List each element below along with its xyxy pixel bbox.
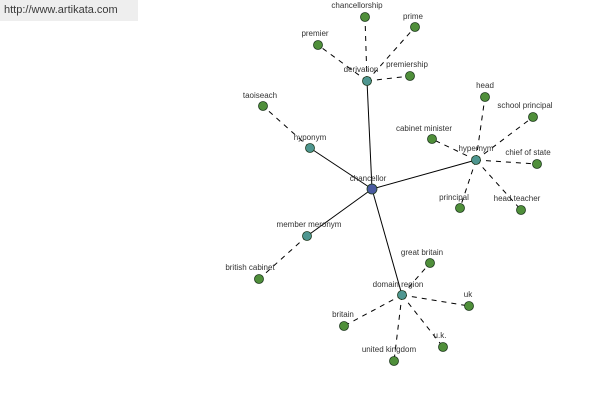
relation-node-derivation[interactable]: derivation [344,65,379,86]
leaf-label: cabinet minister [396,124,452,133]
leaf-circle[interactable] [360,12,370,22]
edge-hypernym-principal [459,159,477,209]
edge-domain-region-united-kingdom [393,294,403,362]
edge-hypernym-school-principal [475,116,534,161]
relation-node-hyponym[interactable]: hyponym [294,133,327,153]
relation-label: hypernym [458,144,493,153]
leaf-circle[interactable] [313,40,323,50]
relation-node-member-meronym[interactable]: member meronym [277,220,342,241]
leaf-label: premiership [386,60,428,69]
edge-domain-region-u-k [401,294,444,348]
leaf-label: prime [403,12,424,21]
leaf-circle[interactable] [389,356,399,366]
edge-domain-region-britain [343,294,403,327]
leaf-circle[interactable] [425,258,435,268]
url-banner[interactable]: http://www.artikata.com [0,0,138,21]
relation-label: domain region [373,280,424,289]
leaf-node-head-teacher[interactable]: head teacher [494,194,541,215]
edge-hyponym [309,147,373,190]
leaf-node-premier[interactable]: premier [301,29,329,50]
leaf-label: uk [464,290,473,299]
edge-derivation-premier [317,44,368,82]
leaf-node-british-cabinet[interactable]: british cabinet [225,263,275,284]
leaf-label: united kingdom [362,345,417,354]
leaf-label: principal [439,193,469,202]
leaf-circle[interactable] [516,205,526,215]
edge-derivation-premiership [366,75,411,82]
edge-hypernym-head-teacher [475,159,522,211]
edge-hypernym-cabinet-minister [431,138,477,161]
leaf-circle[interactable] [528,112,538,122]
leaf-label: taoiseach [243,91,277,100]
leaf-label: british cabinet [225,263,275,272]
root-node-chancellor[interactable]: chancellor [350,174,387,195]
root-label: chancellor [350,174,387,183]
edge-hypernym [371,159,477,190]
relation-node-domain-region[interactable]: domain region [373,280,424,300]
leaf-node-taoiseach[interactable]: taoiseach [243,91,277,111]
relation-label: hyponym [294,133,327,142]
edge-member-meronym [306,188,373,237]
leaf-node-great-britain[interactable]: great britain [401,248,443,268]
leaf-label: school principal [497,101,552,110]
leaf-circle[interactable] [455,203,465,213]
leaf-circle[interactable] [405,71,415,81]
leaf-node-school-principal[interactable]: school principal [497,101,553,122]
leaf-label: head [476,81,494,90]
leaf-circle[interactable] [427,134,437,144]
edge-derivation [366,80,373,190]
leaf-circle[interactable] [464,301,474,311]
leaf-node-chief-of-state[interactable]: chief of state [505,148,551,169]
leaf-circle[interactable] [339,321,349,331]
leaf-label: chief of state [505,148,551,157]
relation-circle[interactable] [471,155,481,165]
leaf-node-cabinet-minister[interactable]: cabinet minister [396,124,452,144]
leaf-label: chancellorship [331,1,383,10]
leaf-node-britain[interactable]: britain [332,310,354,331]
edge-derivation-prime [366,26,416,82]
edge-member-meronym-british-cabinet [258,235,308,280]
leaf-node-head[interactable]: head [476,81,494,102]
leaf-label: u.k. [434,331,447,340]
edge-hypernym-head [475,96,486,161]
relation-node-hypernym[interactable]: hypernym [458,144,494,165]
leaf-node-prime[interactable]: prime [403,12,424,32]
edge-domain-region [371,188,403,296]
leaf-node-premiership[interactable]: premiership [386,60,428,81]
leaf-node-united-kingdom[interactable]: united kingdom [362,345,417,366]
edge-hypernym-chief-of-state [475,159,538,165]
leaf-label: premier [301,29,328,38]
edge-domain-region-uk [401,294,470,307]
leaf-circle[interactable] [254,274,264,284]
leaf-label: britain [332,310,354,319]
edge-derivation-chancellorship [364,16,368,82]
leaf-node-u-k[interactable]: u.k. [434,331,448,352]
leaf-node-principal[interactable]: principal [439,193,469,213]
root-circle[interactable] [366,183,378,195]
leaf-label: great britain [401,248,443,257]
relation-circle[interactable] [362,76,372,86]
edge-hyponym-taoiseach [262,105,311,149]
leaf-circle[interactable] [258,101,268,111]
leaf-node-uk[interactable]: uk [464,290,474,311]
relation-circle[interactable] [305,143,315,153]
relation-label: member meronym [277,220,342,229]
leaf-circle[interactable] [438,342,448,352]
edge-domain-region-great-britain [401,262,431,296]
relation-label: derivation [344,65,379,74]
leaf-circle[interactable] [480,92,490,102]
leaf-node-chancellorship[interactable]: chancellorship [331,1,383,22]
leaf-circle[interactable] [410,22,420,32]
relation-circle[interactable] [302,231,312,241]
leaf-label: head teacher [494,194,541,203]
relation-circle[interactable] [397,290,407,300]
leaf-circle[interactable] [532,159,542,169]
